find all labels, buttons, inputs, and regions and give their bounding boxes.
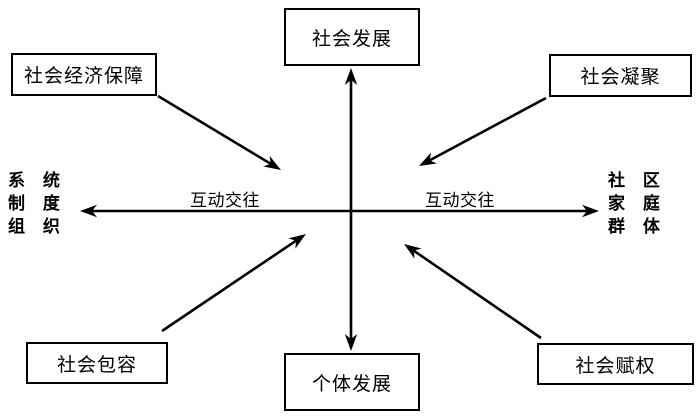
node-bottom-right: 社会赋权 <box>537 343 694 385</box>
axis-label-left-line-3: 组 织 <box>8 217 66 237</box>
axis-label-left: 系 统 制 度 组 织 <box>8 170 66 239</box>
node-top-right: 社会凝聚 <box>549 54 692 97</box>
node-bottom-label: 个体发展 <box>311 372 392 395</box>
arrow-from-top-left-shaft <box>157 94 272 165</box>
arrow-from-bottom-left-shaft <box>161 239 297 333</box>
axis-label-left-line-2: 制 度 <box>8 194 66 214</box>
arrow-from-top-left-head <box>263 155 281 170</box>
node-top: 社会发展 <box>284 8 420 66</box>
node-bottom-right-label: 社会赋权 <box>575 354 656 377</box>
axis-vertical-down-head <box>344 334 358 351</box>
axis-label-left-line-1: 系 统 <box>8 171 66 191</box>
node-bottom-left-label: 社会包容 <box>56 353 137 376</box>
arrow-from-bottom-right-shaft <box>413 249 542 340</box>
axis-label-right-line-1: 社 区 <box>608 171 666 191</box>
arrow-from-bottom-left-head <box>288 234 306 249</box>
node-bottom-left: 社会包容 <box>26 342 168 384</box>
node-top-right-label: 社会凝聚 <box>580 66 661 88</box>
axis-label-right-line-2: 家 庭 <box>608 194 666 214</box>
axis-vertical-up-head <box>344 68 358 85</box>
node-top-label: 社会发展 <box>311 27 392 50</box>
axis-label-right-line-3: 群 体 <box>608 217 666 237</box>
node-top-left: 社会经济保障 <box>11 53 157 96</box>
axis-label-right: 社 区 家 庭 群 体 <box>608 170 666 239</box>
axis-horizontal-right-head <box>582 204 599 218</box>
node-bottom: 个体发展 <box>284 353 420 411</box>
arrow-from-top-right-head <box>419 152 437 166</box>
arrow-from-top-right-shaft <box>428 96 547 162</box>
node-top-left-label: 社会经济保障 <box>23 65 144 87</box>
axis-horizontal-left-head <box>80 204 97 218</box>
edge-label-interaction-left: 互动交往 <box>190 191 260 211</box>
edge-label-interaction-right: 互动交往 <box>425 191 495 211</box>
arrow-from-bottom-right-head <box>404 244 422 259</box>
